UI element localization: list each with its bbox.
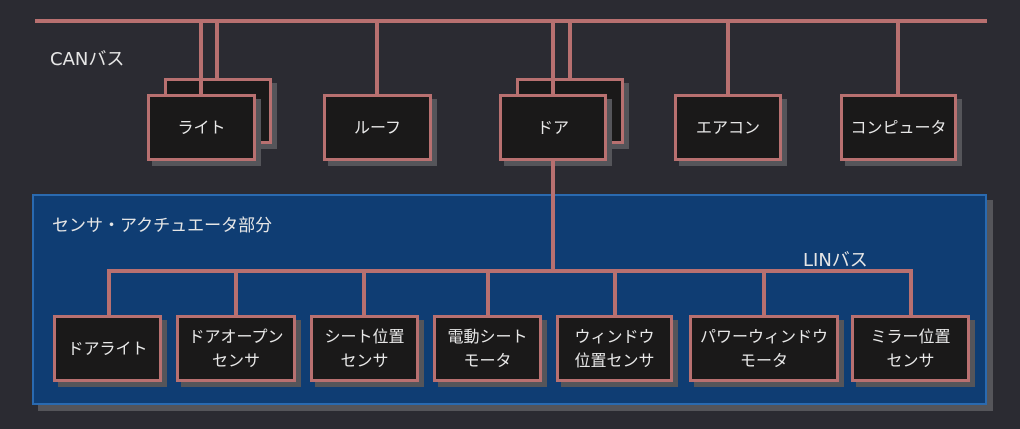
can-drop-light-1 — [199, 21, 203, 95]
ecu-aircon: エアコン — [674, 94, 782, 161]
node-power-window-motor: パワーウィンドウ モータ — [689, 315, 839, 382]
lin-bus-label: LINバス — [803, 250, 868, 271]
ecu-light: ライト — [147, 94, 256, 161]
node-power-seat-motor: 電動シート モータ — [433, 315, 542, 382]
can-drop-computer — [896, 21, 900, 95]
can-bus-label: CANバス — [50, 49, 125, 70]
lin-drop-5 — [613, 271, 617, 316]
can-drop-door-2 — [568, 21, 572, 79]
node-window-position-sensor: ウィンドウ 位置センサ — [556, 315, 673, 382]
can-drop-door-1b — [551, 78, 555, 95]
door-to-lin-line — [551, 161, 555, 272]
ecu-computer: コンピュータ — [840, 94, 957, 161]
ecu-door: ドア — [499, 94, 607, 161]
lin-drop-1 — [107, 271, 111, 316]
can-drop-light-1b — [199, 78, 203, 95]
section-title: センサ・アクチュエータ部分 — [52, 216, 273, 236]
can-bus-line — [35, 19, 987, 23]
lin-drop-4 — [486, 271, 490, 316]
can-drop-roof — [375, 21, 379, 95]
can-drop-aircon — [726, 21, 730, 95]
node-seat-position-sensor: シート位置 センサ — [310, 315, 419, 382]
lin-drop-6 — [762, 271, 766, 316]
lin-drop-2 — [234, 271, 238, 316]
can-drop-door-1 — [551, 21, 555, 95]
lin-bus-line — [107, 269, 913, 273]
node-mirror-position-sensor: ミラー位置 センサ — [851, 315, 970, 382]
node-door-light: ドアライト — [53, 315, 162, 382]
can-drop-light-2 — [215, 21, 219, 79]
lin-drop-7 — [909, 271, 913, 316]
ecu-roof: ルーフ — [323, 94, 432, 161]
node-door-open-sensor: ドアオープン センサ — [176, 315, 296, 382]
lin-drop-3 — [362, 271, 366, 316]
